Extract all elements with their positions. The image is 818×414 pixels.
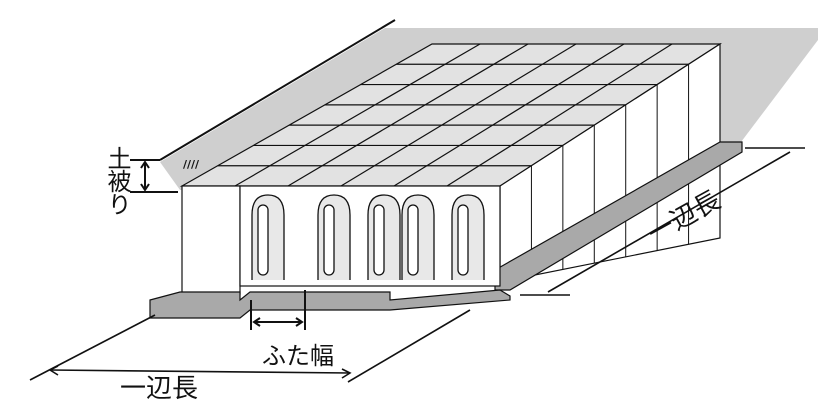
culvert-inner-wall (457, 204, 469, 276)
top-lid-grid (179, 43, 723, 187)
grid-line (393, 43, 625, 187)
front-base-slab (149, 289, 511, 319)
lid-width-label: ふた幅 (262, 342, 334, 370)
grid-line (287, 43, 529, 187)
cover-depth-dimension (130, 19, 396, 193)
front-end-block (181, 185, 241, 295)
cover-depth-label: 土被り (103, 146, 131, 215)
side-length-right-dimension (520, 147, 805, 296)
grid-line (446, 43, 673, 187)
grid-line (340, 43, 577, 187)
culvert-inner-wall (407, 204, 419, 276)
ground-hatch: //// (183, 158, 200, 171)
lid-width-dimension (250, 290, 306, 330)
culvert-inner-wall (323, 204, 335, 276)
culvert-inner-wall (257, 204, 269, 276)
side-length-front-label: 一辺長 (120, 374, 199, 404)
side-length-front-dimension (29, 309, 471, 383)
culvert-inner-wall (373, 204, 385, 276)
grid-line (234, 43, 481, 187)
